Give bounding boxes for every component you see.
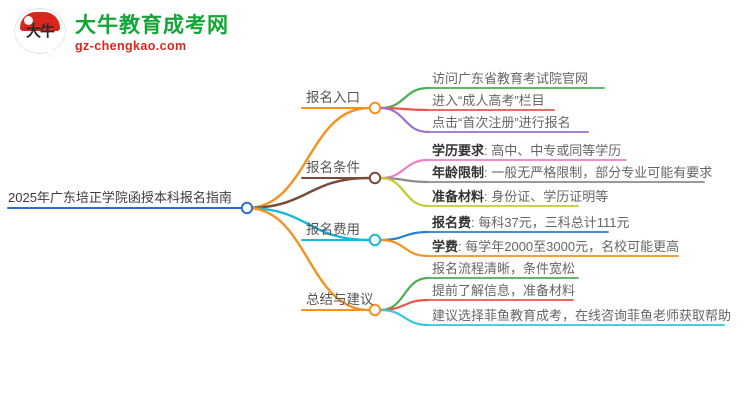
daniu-bull-badge-icon: 大牛 (14, 8, 66, 60)
leaf-node-3-2[interactable]: 学费: 每学年2000至3000元，名校可能更高 (432, 239, 679, 256)
leaf-node-1-1[interactable]: 访问广东省教育考试院官网 (432, 71, 589, 86)
leaf-label-prefix: 年龄限制 (432, 165, 485, 180)
leaf-node-2-1[interactable]: 学历要求: 高中、中专或同等学历 (432, 143, 621, 160)
leaf-label-prefix: 学费 (432, 239, 459, 254)
brand-title: 大牛教育成考网 (75, 14, 229, 37)
leaf-node-1-2[interactable]: 进入“成人高考”栏目 (432, 93, 545, 108)
leaf-node-1-3[interactable]: 点击“首次注册”进行报名 (432, 115, 571, 130)
site-logo[interactable]: 大牛 大牛教育成考网 gz-chengkao.com (14, 8, 229, 60)
brand-domain: gz-chengkao.com (75, 39, 187, 53)
leaf-label-prefix: 学历要求 (432, 143, 485, 158)
leaf-node-4-2[interactable]: 提前了解信息，准备材料 (432, 283, 576, 298)
leaf-label-rest: : 高中、中专或同等学历 (484, 143, 622, 158)
red-cap-shape (20, 12, 60, 31)
logo-mark-text: 大牛 (25, 23, 55, 40)
leaf-label-rest: : 每学年2000至3000元，名校可能更高 (458, 239, 680, 254)
leaf-label-rest: : 每科37元，三科总计111元 (471, 215, 630, 230)
branch-node-4[interactable]: 总结与建议 (306, 292, 374, 307)
root-node[interactable]: 2025年广东培正学院函授本科报名指南 (8, 190, 232, 205)
leaf-label-prefix: 准备材料 (432, 189, 485, 204)
leaf-node-2-2[interactable]: 年龄限制: 一般无严格限制，部分专业可能有要求 (432, 165, 712, 182)
branch-node-1[interactable]: 报名入口 (306, 90, 360, 105)
branch-node-3[interactable]: 报名费用 (306, 222, 360, 237)
brand-text-block: 大牛教育成考网 gz-chengkao.com (75, 14, 229, 54)
leaf-node-4-3[interactable]: 建议选择菲鱼教育成考，在线咨询菲鱼老师获取帮助 (432, 308, 732, 323)
branch-node-2[interactable]: 报名条件 (306, 160, 360, 175)
leaf-node-4-1[interactable]: 报名流程清晰，条件宽松 (432, 261, 576, 276)
leaf-label-rest: : 一般无严格限制，部分专业可能有要求 (484, 165, 713, 180)
bubble-tail-shape (44, 46, 54, 57)
leaf-label-prefix: 报名费 (432, 215, 472, 230)
leaf-label-rest: : 身份证、学历证明等 (484, 189, 609, 204)
leaf-node-3-1[interactable]: 报名费: 每科37元，三科总计111元 (432, 215, 629, 232)
leaf-node-2-3[interactable]: 准备材料: 身份证、学历证明等 (432, 189, 608, 206)
